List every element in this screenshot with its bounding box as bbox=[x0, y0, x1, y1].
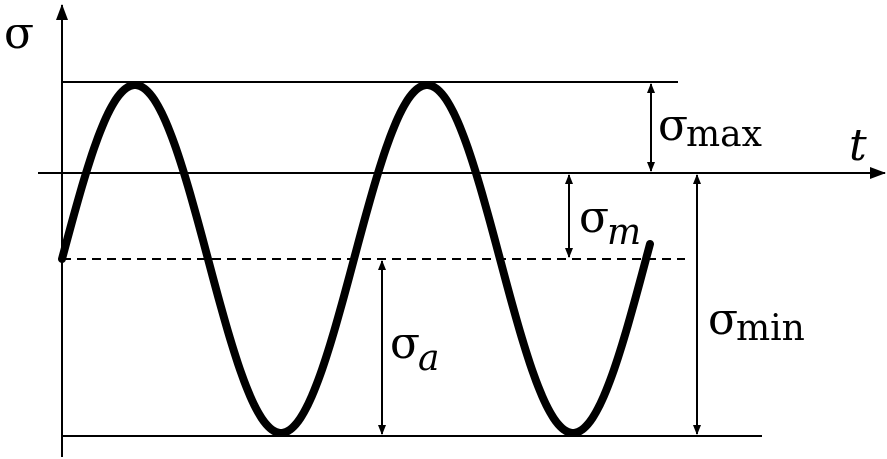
sigma-min-label: σ min bbox=[708, 294, 805, 349]
svg-text:σ: σ bbox=[658, 100, 688, 151]
svg-text:σ: σ bbox=[579, 192, 609, 243]
svg-text:a: a bbox=[418, 338, 439, 379]
svg-text:max: max bbox=[686, 114, 762, 155]
svg-text:min: min bbox=[736, 308, 805, 349]
sigma-m-label: σ m bbox=[579, 192, 641, 253]
sigma-max-label: σ max bbox=[658, 100, 762, 155]
stress-wave bbox=[58, 81, 654, 437]
svg-text:m: m bbox=[607, 212, 641, 253]
sigma-a-label: σ a bbox=[390, 318, 439, 379]
y-axis-label: σ bbox=[4, 8, 34, 59]
x-axis-label: t bbox=[849, 120, 867, 171]
svg-text:σ: σ bbox=[390, 318, 420, 369]
svg-text:σ: σ bbox=[708, 294, 738, 345]
